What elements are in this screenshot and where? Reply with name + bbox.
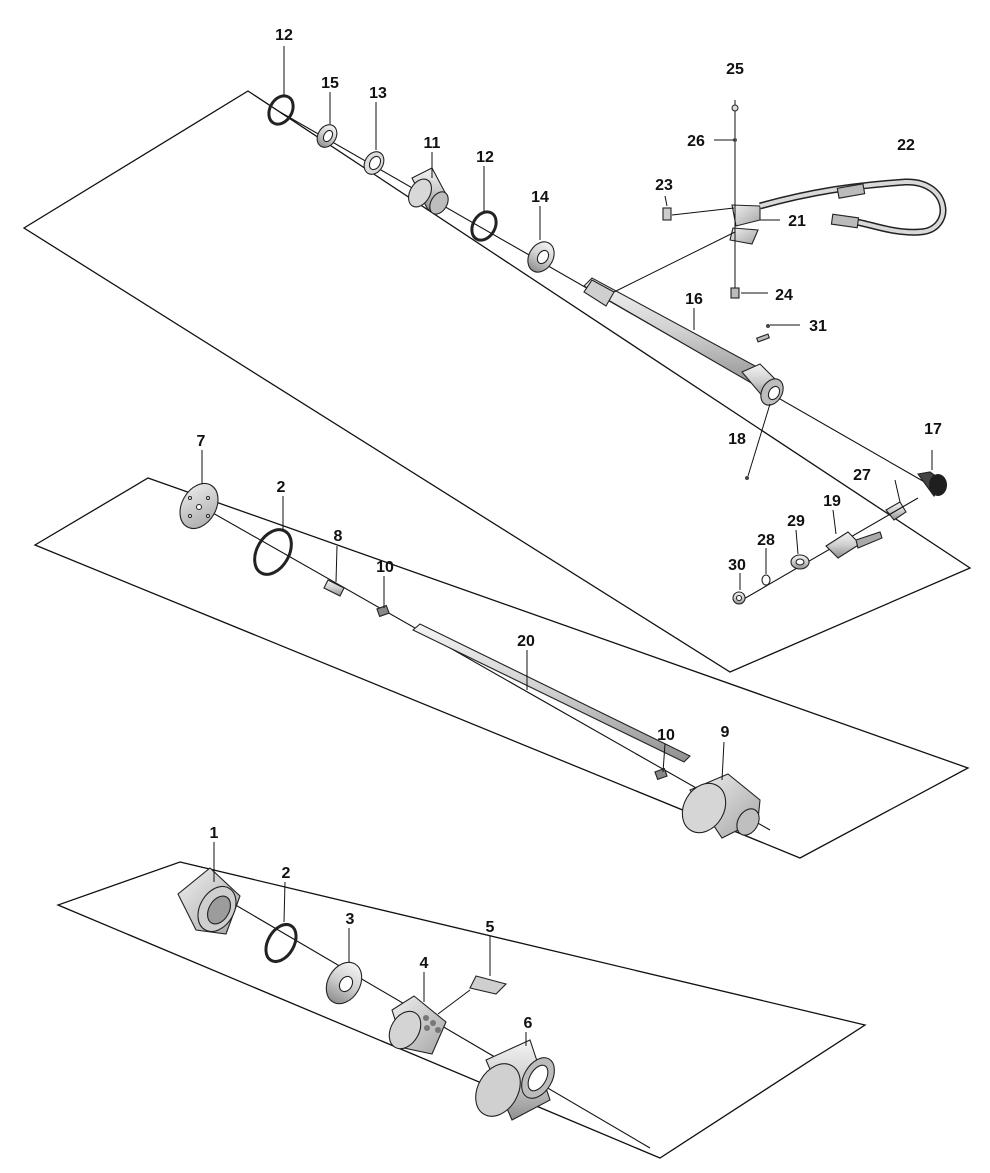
- assembly-plane-upper: [22, 90, 972, 673]
- callout-12-second: 12: [476, 149, 494, 166]
- callout-23: 23: [655, 177, 673, 194]
- part-28-o-ring: [761, 574, 771, 586]
- part-10-clip-upper: [376, 604, 390, 618]
- part-1-nozzle-cap: [177, 867, 241, 935]
- part-25-nut: [731, 104, 739, 112]
- callout-3: 3: [346, 911, 355, 928]
- part-9-housing: [681, 773, 761, 839]
- part-2-o-ring-middle: [253, 528, 293, 576]
- part-19-trigger-valve: [825, 531, 883, 559]
- part-31-clip: [755, 324, 800, 343]
- part-30-nut: [732, 591, 746, 605]
- callout-5: 5: [486, 919, 495, 936]
- part-13-ring: [363, 151, 385, 175]
- callout-31: 31: [809, 318, 827, 335]
- callout-22: 22: [897, 137, 915, 154]
- callout-19: 19: [823, 493, 841, 510]
- callout-29: 29: [787, 513, 805, 530]
- part-11-sleeve: [407, 167, 449, 215]
- part-21-clamp: [729, 204, 780, 245]
- part-18-leader: [747, 403, 771, 477]
- callout-12-top: 12: [275, 27, 293, 44]
- part-15-washer: [316, 124, 338, 148]
- callout-8: 8: [334, 528, 343, 545]
- callout-4: 4: [420, 955, 429, 972]
- callout-26: 26: [687, 133, 705, 150]
- assembly-plane-lower: [56, 861, 867, 1159]
- callout-10-lower: 10: [657, 727, 675, 744]
- part-5-label: [437, 975, 508, 1015]
- part-17-end-knob: [917, 450, 947, 497]
- callout-2-lower: 2: [282, 865, 291, 882]
- part-14-bushing: [527, 241, 555, 273]
- callout-1: 1: [210, 825, 219, 842]
- part-6-sleeve: [475, 1039, 555, 1121]
- part-2-o-ring-lower: [264, 923, 298, 963]
- part-3-washer: [325, 961, 363, 1005]
- callout-30: 30: [728, 557, 746, 574]
- callout-16: 16: [685, 291, 703, 308]
- callout-labels: 12 15 13 11 12 14 25 26 22 23 21 24 16 3…: [197, 27, 942, 1032]
- part-16-shaft-tube: [583, 277, 784, 406]
- callout-7: 7: [197, 433, 206, 450]
- callout-15: 15: [321, 75, 339, 92]
- part-20-rod: [412, 623, 691, 763]
- part-7-disc: [179, 482, 219, 530]
- callout-2-middle: 2: [277, 479, 286, 496]
- callout-9: 9: [721, 724, 730, 741]
- part-22-hose: [759, 178, 947, 236]
- part-10-clip-lower: [654, 767, 668, 781]
- part-8-pin: [323, 579, 345, 597]
- callout-leaders: [201, 46, 901, 1046]
- callout-21: 21: [788, 213, 806, 230]
- part-12-ring-upper: [267, 94, 295, 126]
- callout-25: 25: [726, 61, 744, 78]
- part-4-nozzle-body: [388, 995, 447, 1055]
- callout-14: 14: [531, 189, 549, 206]
- part-29-nut: [790, 554, 810, 570]
- part-12-ring-lower: [470, 210, 498, 242]
- callout-11: 11: [424, 135, 441, 152]
- part-18-screw: [745, 476, 749, 480]
- axis-middle: [189, 499, 771, 831]
- callout-28: 28: [757, 532, 775, 549]
- part-23-fitting: [662, 207, 672, 221]
- callout-18: 18: [728, 431, 746, 448]
- assembly-plane-middle: [33, 477, 970, 859]
- callout-6: 6: [524, 1015, 533, 1032]
- callout-10-upper: 10: [376, 559, 394, 576]
- callout-27: 27: [853, 467, 871, 484]
- callout-20: 20: [517, 633, 535, 650]
- callout-24: 24: [775, 287, 793, 304]
- callout-13: 13: [369, 85, 387, 102]
- part-24-screw: [730, 287, 740, 299]
- callout-17: 17: [924, 421, 942, 438]
